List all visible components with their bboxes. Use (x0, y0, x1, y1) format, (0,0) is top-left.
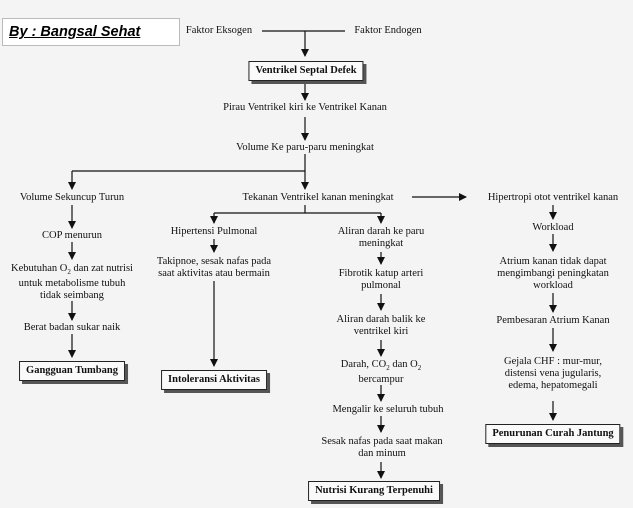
atrium-line2: mengimbangi peningkatan (497, 268, 609, 279)
watermark-text: By : Bangsal Sehat (9, 24, 141, 40)
balik-line1: Aliran darah balik ke (336, 314, 426, 325)
fibrotik-line2: pulmonal (361, 280, 401, 291)
sesak-label: Sesak nafas pada saat makan dan minum (321, 436, 442, 460)
takipnoe-line2: saat aktivitas atau bermain (158, 268, 270, 279)
pembesaran-label: Pembesaran Atrium Kanan (496, 315, 610, 326)
penurunan-curah-box: Penurunan Curah Jantung (485, 424, 621, 444)
kebutuhan-line2: untuk metabolisme tubuh (18, 278, 126, 290)
cop-label: COP menurun (42, 230, 102, 241)
darah-label: Darah, CO2 dan O2 bercampur (341, 359, 422, 386)
darah-pre: Darah, CO (340, 359, 387, 370)
gejala-line3: edema, hepatomegali (508, 380, 598, 391)
gejala-line1: Gejala CHF : mur-mur, (504, 356, 602, 367)
darah-sub1: 2 (386, 364, 390, 373)
aliran-line2: meningkat (358, 238, 404, 249)
vsd-box: Ventrikel Septal Defek (248, 61, 364, 81)
darah-mid: dan O (389, 359, 418, 370)
takipnoe-line1: Takipnoe, sesak nafas pada (156, 256, 272, 267)
atrium-line3: workload (533, 280, 573, 291)
hipertensi-label: Hipertensi Pulmonal (170, 226, 258, 237)
kebutuhan-label: Kebutuhan O2 dan zat nutrisi untuk metab… (11, 263, 133, 302)
volume-sekuncup-label: Volume Sekuncup Turun (19, 192, 125, 203)
pirau-label: Pirau Ventrikel kiri ke Ventrikel Kanan (223, 102, 387, 113)
kebutuhan-subscript: 2 (67, 268, 71, 277)
sesak-line1: Sesak nafas pada saat makan (321, 436, 443, 447)
hipertropi-label: Hipertropi otot ventrikel kanan (487, 192, 619, 203)
darah-sub2: 2 (417, 364, 422, 373)
aliran-line1: Aliran darah ke paru (337, 226, 425, 237)
fibrotik-line1: Fibrotik katup arteri (338, 268, 424, 279)
faktor-eksogen-label: Faktor Eksogen (185, 25, 253, 36)
tekanan-label: Tekanan Ventrikel kanan meningkat (242, 192, 394, 203)
kebutuhan-line3: tidak seimbang (40, 290, 104, 302)
balik-label: Aliran darah balik ke ventrikel kiri (337, 314, 426, 338)
watermark-badge: By : Bangsal Sehat (2, 18, 180, 46)
balik-line2: ventrikel kiri (353, 326, 409, 337)
darah-line2: bercampur (358, 374, 404, 386)
nutrisi-kurang-box: Nutrisi Kurang Terpenuhi (308, 481, 440, 501)
gangguan-tumbang-box: Gangguan Tumbang (19, 361, 125, 381)
volume-paru-label: Volume Ke paru-paru meningkat (236, 142, 374, 153)
atrium-label: Atrium kanan tidak dapat mengimbangi pen… (497, 256, 609, 292)
sesak-line2: dan minum (358, 448, 406, 459)
fibrotik-label: Fibrotik katup arteri pulmonal (339, 268, 424, 292)
workload-label: Workload (532, 222, 574, 233)
atrium-line1: Atrium kanan tidak dapat (499, 256, 607, 267)
gejala-line2: distensi vena jugularis, (504, 368, 602, 379)
mengalir-label: Mengalir ke seluruh tubuh (332, 404, 444, 415)
aliran-label: Aliran darah ke paru meningkat (338, 226, 425, 250)
takipnoe-label: Takipnoe, sesak nafas pada saat aktivita… (157, 256, 271, 280)
gejala-label: Gejala CHF : mur-mur, distensi vena jugu… (504, 356, 602, 392)
faktor-endogen-label: Faktor Endogen (354, 25, 422, 36)
berat-badan-label: Berat badan sukar naik (23, 322, 121, 333)
kebutuhan-line1-pre: Kebutuhan O (11, 263, 68, 274)
kebutuhan-line1-post: dan zat nutrisi (70, 263, 133, 274)
intoleransi-aktivitas-box: Intoleransi Aktivitas (161, 370, 267, 390)
